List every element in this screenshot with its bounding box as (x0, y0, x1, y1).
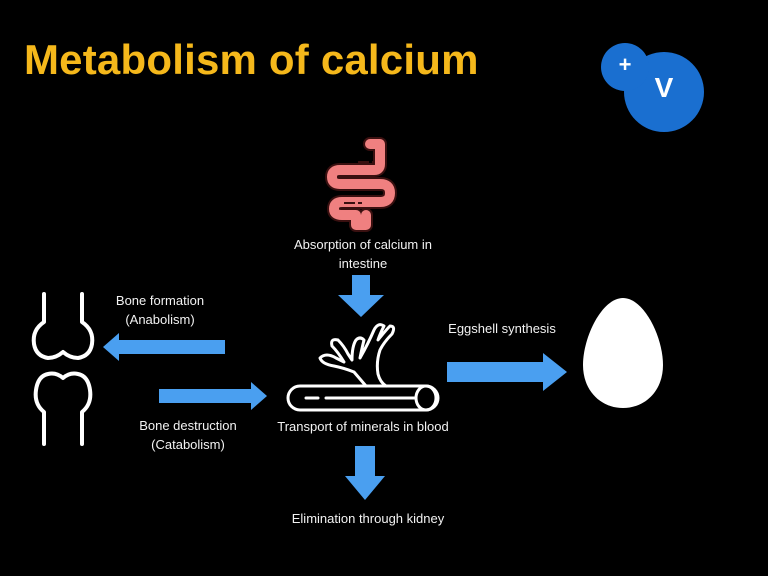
eggshell-label: Eggshell synthesis (448, 321, 556, 336)
arrow-down-elimination (345, 446, 385, 500)
logo-circle-small (601, 43, 649, 91)
bone-formation-line1: Bone formation (115, 293, 205, 308)
absorption-label: Absorption of calcium in intestine (263, 235, 463, 273)
bone-formation-label: Bone formation (Anabolism) (100, 291, 220, 329)
intestine-icon (325, 137, 397, 232)
absorption-label-line2: intestine (338, 256, 388, 271)
blood-vessel-icon (286, 323, 440, 412)
transport-label: Transport of minerals in blood (277, 419, 449, 434)
arrow-down-absorption (338, 275, 384, 317)
bone-destruction-line2: (Catabolism) (151, 437, 225, 452)
elimination-label: Elimination through kidney (291, 511, 445, 526)
bone-formation-line2: (Anabolism) (125, 312, 195, 327)
egg-icon (583, 298, 663, 408)
logo-letter: V (654, 72, 674, 103)
bone-destruction-line1: Bone destruction (139, 418, 237, 433)
bone-destruction-label: Bone destruction (Catabolism) (128, 416, 248, 454)
plus-icon: + (618, 52, 632, 77)
arrow-left-bone-formation (103, 333, 225, 361)
knee-joint-icon (31, 292, 95, 446)
slide-title: Metabolism of calcium (24, 36, 479, 83)
arrow-right-bone-destruction (159, 382, 267, 410)
absorption-label-line1: Absorption of calcium in (293, 237, 432, 252)
arrow-right-eggshell (447, 353, 567, 391)
